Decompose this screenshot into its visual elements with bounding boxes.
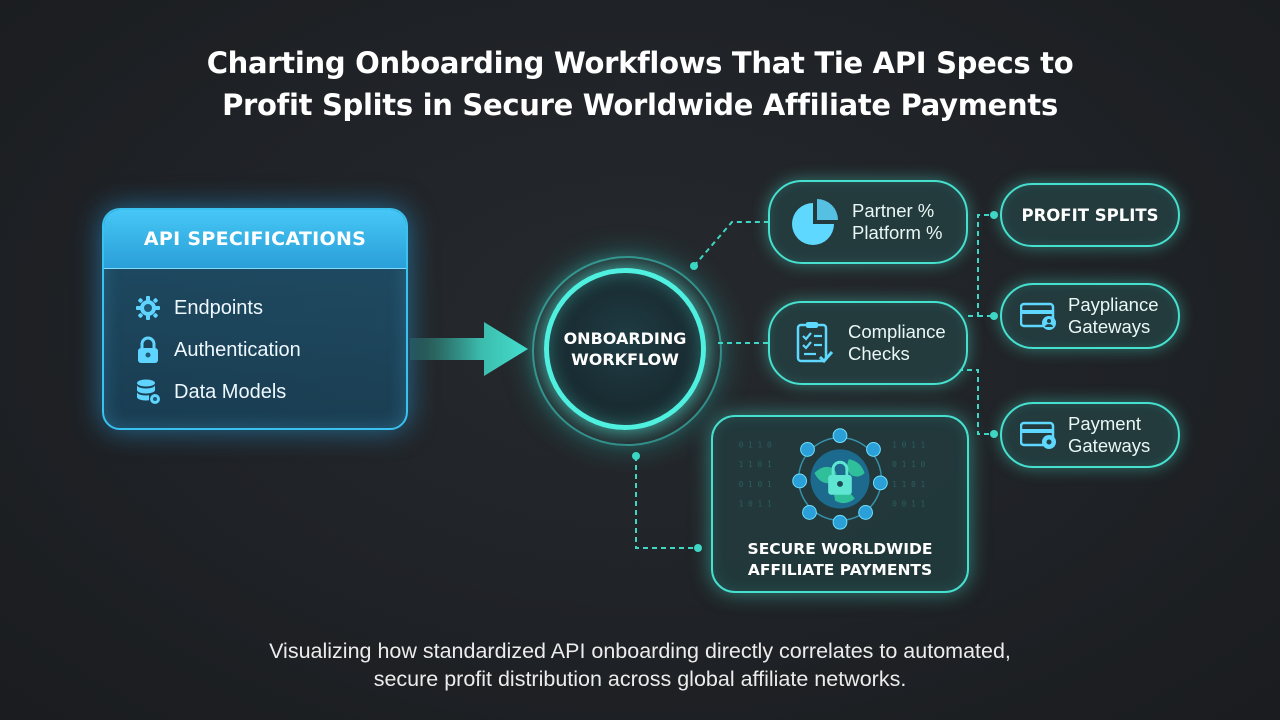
- compliance-checks-node: Compliance Checks: [768, 301, 968, 385]
- connector-workflow-to-split: [693, 221, 768, 267]
- api-item-label: Data Models: [174, 380, 287, 403]
- compliance-line-2: Checks: [848, 343, 910, 364]
- secure-payments-label: SECURE WORLDWIDE AFFILIATE PAYMENTS: [713, 539, 967, 581]
- split-detail-line-1: Partner %: [852, 200, 935, 221]
- secure-line-2: AFFILIATE PAYMENTS: [747, 561, 933, 579]
- split-detail-node: Partner % Platform %: [768, 180, 968, 264]
- database-icon: [134, 378, 162, 406]
- card-user-icon: [1020, 301, 1058, 331]
- connector-dot: [990, 211, 998, 219]
- api-specifications-list: Endpoints Authentication: [104, 269, 406, 413]
- paypliance-line-2: Gateways: [1068, 316, 1151, 337]
- api-specifications-card: API SPECIFICATIONS: [102, 208, 408, 430]
- connector-dot: [990, 312, 998, 320]
- paypliance-text: Paypliance Gateways: [1068, 294, 1159, 338]
- workflow-label: ONBOARDING WORKFLOW: [564, 328, 687, 370]
- onboarding-workflow-node: ONBOARDING WORKFLOW: [544, 268, 706, 430]
- api-item-label: Authentication: [174, 338, 301, 361]
- diagram-title: Charting Onboarding Workflows That Tie A…: [0, 42, 1280, 126]
- connector-dot: [632, 452, 640, 460]
- svg-text:1 1 0 1: 1 1 0 1: [892, 480, 925, 489]
- split-detail-text: Partner % Platform %: [852, 200, 942, 244]
- api-item-label: Endpoints: [174, 296, 263, 319]
- svg-text:0 0 1 1: 0 0 1 1: [892, 500, 925, 509]
- flow-arrow: [410, 322, 528, 376]
- payment-gateways-line-2: Gateways: [1068, 435, 1151, 456]
- profit-splits-label: PROFIT SPLITS: [1021, 205, 1159, 225]
- title-line-2: Profit Splits in Secure Worldwide Affili…: [222, 88, 1058, 122]
- api-item-data-models: Data Models: [134, 371, 406, 413]
- subtitle-line-1: Visualizing how standardized API onboard…: [269, 639, 1011, 663]
- paypliance-gateways-node: Paypliance Gateways: [1000, 283, 1180, 349]
- payment-gateways-line-1: Payment: [1068, 413, 1142, 434]
- svg-text:1 1 0 1: 1 1 0 1: [739, 460, 772, 469]
- card-gear-icon: [1020, 420, 1058, 450]
- svg-text:1 0 1 1: 1 0 1 1: [739, 500, 772, 509]
- connector-workflow-to-secure: [635, 456, 698, 549]
- workflow-outer-ring: [532, 256, 722, 446]
- subtitle-line-2: secure profit distribution across global…: [373, 667, 907, 691]
- split-detail-line-2: Platform %: [852, 222, 943, 243]
- secure-line-1: SECURE WORLDWIDE: [747, 540, 933, 558]
- workflow-label-line-1: ONBOARDING: [563, 329, 687, 348]
- title-line-1: Charting Onboarding Workflows That Tie A…: [206, 46, 1074, 80]
- api-specifications-heading: API SPECIFICATIONS: [104, 210, 406, 269]
- payment-gateways-node: Payment Gateways: [1000, 402, 1180, 468]
- svg-text:0 1 0 1: 0 1 0 1: [739, 480, 772, 489]
- api-item-authentication: Authentication: [134, 329, 406, 371]
- connector-dot: [694, 544, 702, 552]
- paypliance-line-1: Paypliance: [1068, 294, 1159, 315]
- connector-compliance-to-profit: [968, 214, 994, 317]
- gear-icon: [134, 294, 162, 322]
- svg-text:1 0 1 1: 1 0 1 1: [892, 440, 925, 449]
- checklist-icon: [796, 321, 834, 365]
- workflow-label-line-2: WORKFLOW: [571, 350, 679, 369]
- diagram-subtitle: Visualizing how standardized API onboard…: [0, 637, 1280, 693]
- svg-text:0 1 1 0: 0 1 1 0: [739, 440, 772, 449]
- connector-dot: [990, 430, 998, 438]
- pie-chart-icon: [792, 199, 838, 245]
- lock-icon: [134, 336, 162, 364]
- compliance-line-1: Compliance: [848, 321, 946, 342]
- profit-splits-node: PROFIT SPLITS: [1000, 183, 1180, 247]
- api-item-endpoints: Endpoints: [134, 287, 406, 329]
- globe-lock-icon: 0 1 1 0 1 1 0 1 0 1 0 1 1 0 1 1 1 0 1 1 0 1 …: [739, 428, 926, 530]
- payment-gateways-text: Payment Gateways: [1068, 413, 1150, 457]
- secure-payments-node: 0 1 1 0 1 1 0 1 0 1 0 1 1 0 1 1 1 0 1 1 0 1 …: [711, 415, 969, 593]
- svg-text:0 1 1 0: 0 1 1 0: [892, 460, 925, 469]
- connector-dot: [690, 262, 698, 270]
- compliance-checks-text: Compliance Checks: [848, 321, 946, 365]
